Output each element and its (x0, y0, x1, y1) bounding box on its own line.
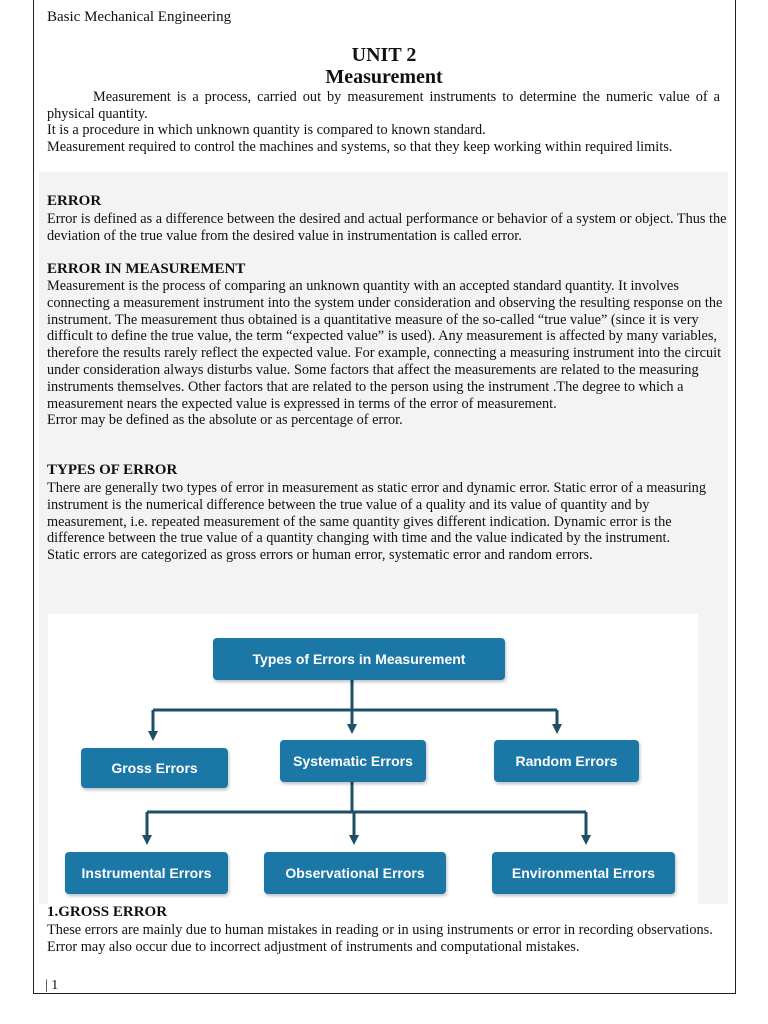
intro-paragraph-3: Measurement required to control the mach… (47, 139, 673, 155)
error-types-diagram: Types of Errors in Measurement Gross Err… (48, 614, 698, 904)
diagram-node-systematic-errors: Systematic Errors (280, 740, 426, 782)
diagram-node-random-errors: Random Errors (494, 740, 639, 782)
page-title: Measurement (325, 66, 443, 88)
diagram-node-instrumental-errors: Instrumental Errors (65, 852, 228, 894)
gross-error-heading: 1.GROSS ERROR (47, 904, 168, 920)
types-of-error-body: There are generally two types of error i… (47, 480, 727, 564)
diagram-node-observational-errors: Observational Errors (264, 852, 446, 894)
error-heading: ERROR (47, 193, 102, 209)
diagram-root-node: Types of Errors in Measurement (213, 638, 505, 680)
unit-title: UNIT 2 (351, 44, 417, 66)
running-header: Basic Mechanical Engineering (47, 9, 232, 25)
error-paragraph: Error is defined as a difference between… (47, 211, 727, 244)
gross-error-paragraph: These errors are mainly due to human mis… (47, 922, 713, 955)
types-of-error-paragraph: There are generally two types of error i… (47, 480, 706, 547)
intro-paragraph-1: Measurement is a process, carried out by… (47, 89, 720, 122)
diagram-connectors (142, 680, 591, 845)
gross-error-body: These errors are mainly due to human mis… (47, 922, 727, 956)
diagram-node-environmental-errors: Environmental Errors (492, 852, 675, 894)
intro-paragraph-2: It is a procedure in which unknown quant… (47, 122, 486, 138)
page-frame (33, 0, 736, 994)
error-in-measurement-paragraph-2: Error may be defined as the absolute or … (47, 412, 403, 429)
error-in-measurement-body: Measurement is the process of comparing … (47, 278, 727, 429)
error-in-measurement-heading: ERROR IN MEASUREMENT (47, 261, 246, 277)
types-of-error-heading: TYPES OF ERROR (47, 462, 178, 478)
page-number: | 1 (45, 978, 59, 993)
error-in-measurement-paragraph: Measurement is the process of comparing … (47, 278, 723, 412)
diagram-node-gross-errors: Gross Errors (81, 748, 228, 788)
error-body: Error is defined as a difference between… (47, 211, 727, 245)
types-of-error-paragraph-2: Static errors are categorized as gross e… (47, 547, 593, 564)
